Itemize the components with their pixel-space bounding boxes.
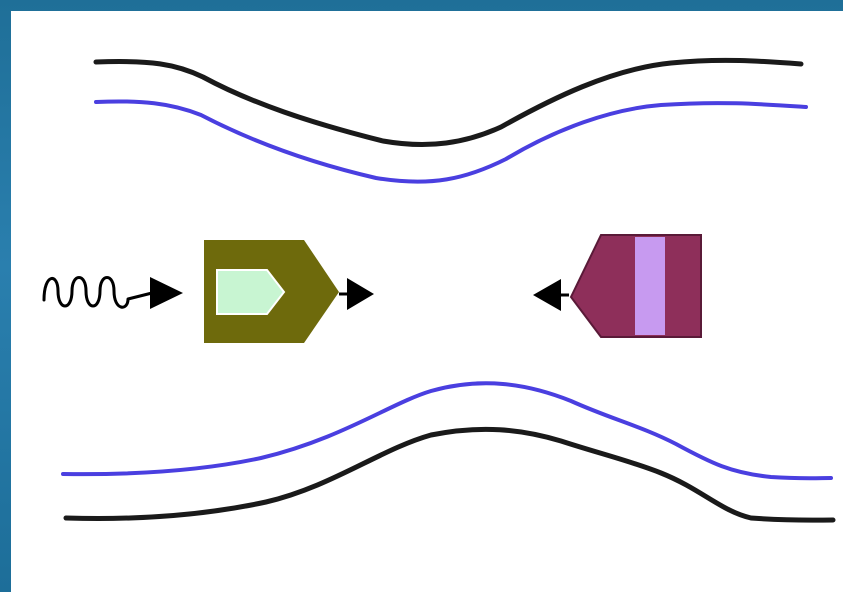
bottom-inner-boundary-line <box>61 381 833 481</box>
emitter-window-shape <box>216 269 286 315</box>
diagram-canvas <box>11 11 843 592</box>
top-outer-boundary-line <box>93 57 804 147</box>
receiver-arrow-head-icon <box>533 279 561 311</box>
top-inner-boundary-line <box>94 99 808 184</box>
emitter-arrow-head-icon <box>347 278 374 310</box>
bottom-outer-boundary-line <box>63 426 836 523</box>
sine-wave-icon <box>42 276 154 309</box>
diagram-svg <box>42 57 836 523</box>
wave-arrow-head-icon <box>150 277 183 309</box>
receiver-stripe-shape <box>635 237 665 335</box>
